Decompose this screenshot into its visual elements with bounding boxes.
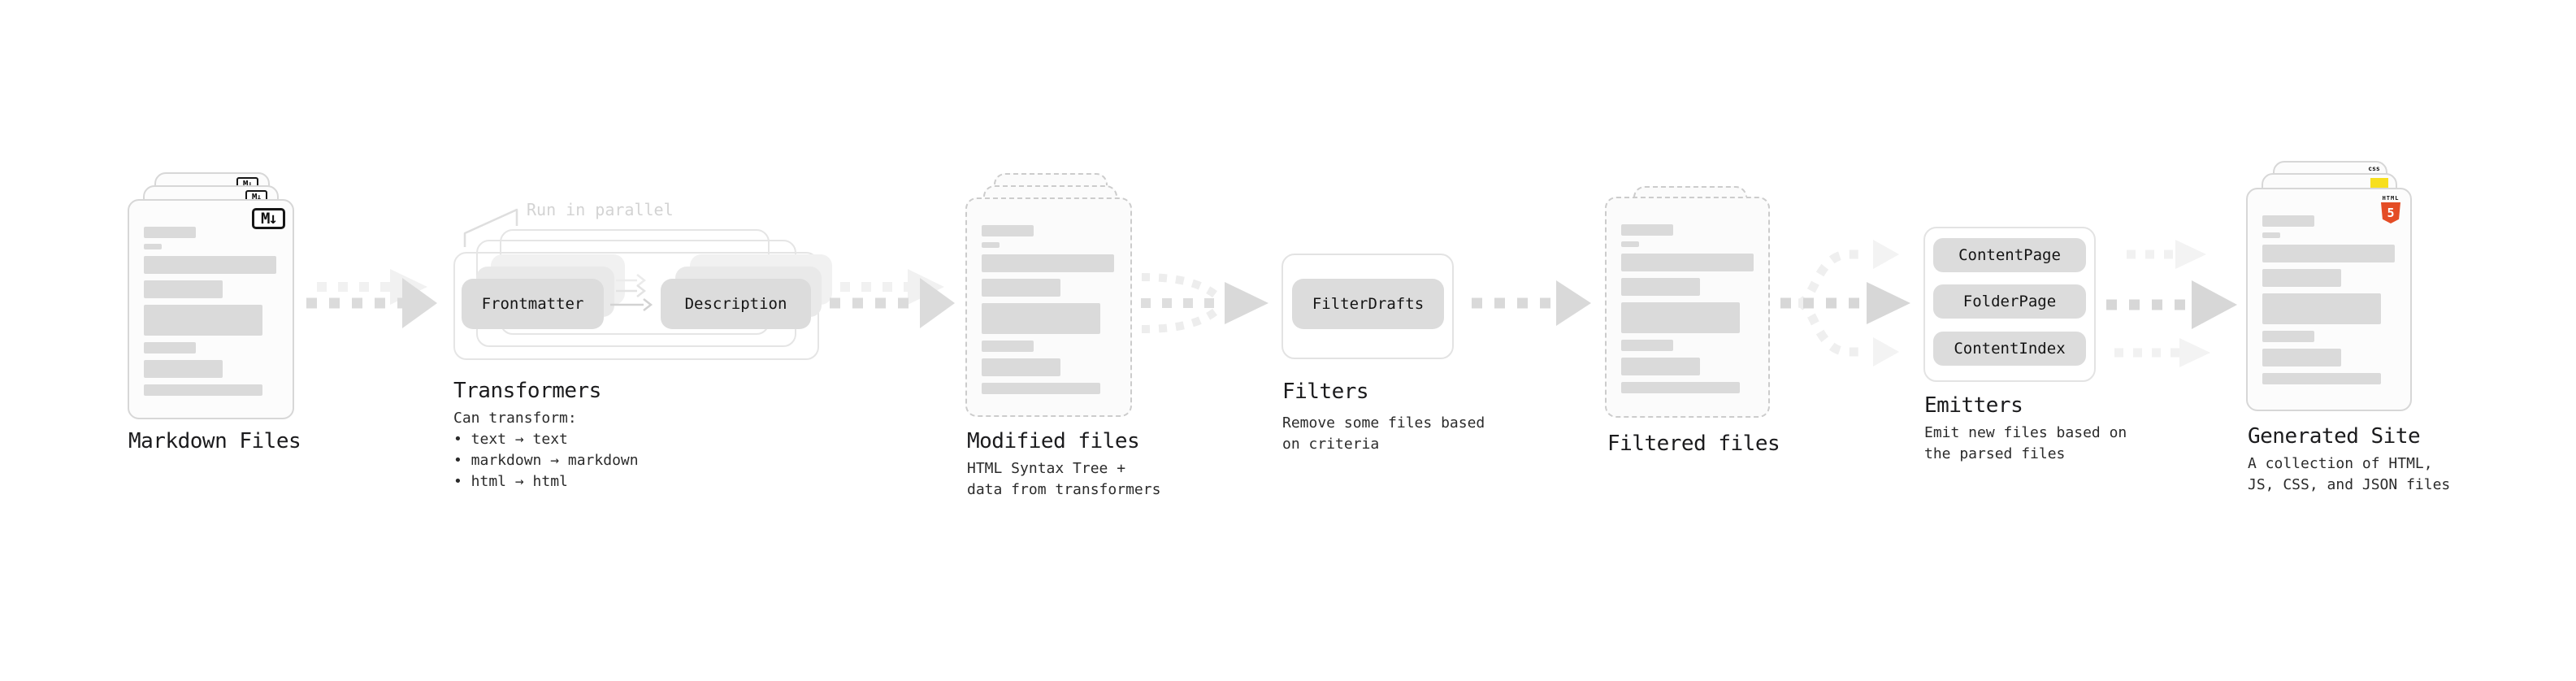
pill-arrows-icon [610,274,653,311]
filters-desc: Remove some files based on criteria [1282,414,1485,453]
transformers-desc: Can transform: • text → text • markdown … [453,410,639,490]
arrow-filtered-to-emitters-icon [1780,240,1910,367]
modified-files-desc: HTML Syntax Tree + data from transformer… [967,460,1161,498]
filtered-file-card [1605,197,1770,418]
modified-file-card [965,197,1132,417]
html5-icon: HTML 5 [2380,195,2401,223]
markdown-files-label: Markdown Files [128,429,301,453]
modified-files-label: Modified files [967,429,1140,453]
generated-site-label: Generated Site [2248,424,2421,449]
markdown-icon: M↓ [252,208,285,229]
contentpage-pill: ContentPage [1933,238,2086,272]
description-pill: Description [661,279,811,329]
arrow-modified-to-filters-icon [1141,273,1268,333]
arrow-transformers-to-modified-icon [830,269,955,328]
javascript-icon [2370,178,2388,189]
generated-site-desc: A collection of HTML, JS, CSS, and JSON … [2248,455,2451,493]
markdown-file-card: M↓ [128,199,294,419]
folderpage-pill: FolderPage [1933,284,2086,319]
note-connector-icon [463,208,518,247]
frontmatter-pill: Frontmatter [462,279,604,329]
generated-file-card: HTML 5 [2246,188,2412,411]
transformers-label: Transformers [453,379,601,403]
filtered-files-label: Filtered files [1607,432,1780,456]
contentindex-pill: ContentIndex [1933,332,2086,366]
run-in-parallel-note: Run in parallel [527,200,674,219]
filterdrafts-pill: FilterDrafts [1292,279,1444,329]
filters-label: Filters [1282,380,1369,404]
emitters-desc: Emit new files based on the parsed files [1924,424,2127,462]
emitters-label: Emitters [1924,393,2023,418]
arrow-filters-to-filtered-icon [1472,280,1591,326]
arrow-markdown-to-transformers-icon [306,269,437,328]
arrow-emitters-to-site-icon [2106,240,2237,367]
